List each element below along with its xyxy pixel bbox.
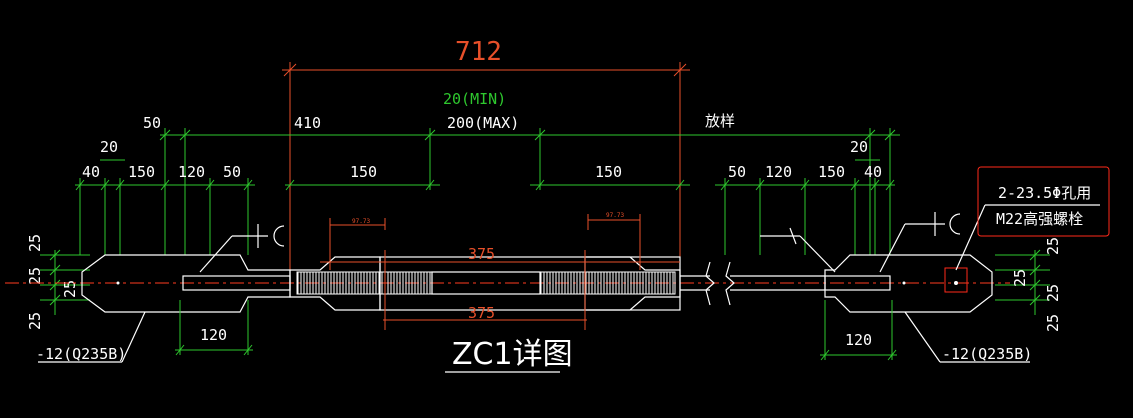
dim-25-right-c: 25 [1044,284,1062,302]
dim-20-left: 20 [100,138,118,156]
break-symbol [680,261,825,306]
dim-50-right: 50 [728,163,746,181]
hole-note-line1: 2-23.5Φ孔用 [998,184,1091,202]
dim-712-label: 712 [455,37,502,67]
dim-50-top: 50 [143,114,161,132]
hole-note-line2: M22高强螺栓 [996,210,1083,228]
dim-25-right-b: 25 [1011,269,1029,287]
overall-dimension: 712 [282,37,690,280]
dim-20-min: 20(MIN) [443,90,506,108]
dimension-lines-top: 50 410 200(MAX) 20(MIN) 放样 20 20 [75,90,900,255]
dim-25-right-d: 25 [1044,314,1062,332]
dim-120-left: 120 [178,163,205,181]
dim-120-bottom-left: 120 [200,326,227,344]
thread-right [539,271,676,295]
dim-25-left-c: 25 [61,280,79,298]
dim-375-bottom: 375 [468,304,495,322]
drawing-title: ZC1详图 [445,337,573,373]
thread-left [296,271,433,295]
dim-25-left-d: 25 [26,312,44,330]
title-text: ZC1详图 [452,337,573,372]
dim-120-bottom-right: 120 [845,331,872,349]
small-dim-right: 97.73 [606,212,624,219]
dim-20-right: 20 [850,138,868,156]
bottom-dimensions: 120 120 [175,300,897,361]
fangyang-label: 放样 [705,112,735,130]
dim-40-left: 40 [82,163,100,181]
bolt-hole-marker [116,204,1100,293]
dim-50-left: 50 [223,163,241,181]
hole-note-box: 2-23.5Φ孔用 M22高强螺栓 [977,166,1110,237]
plate-left-note: -12(Q235B) [36,345,126,363]
dim-150-right: 150 [818,163,845,181]
small-dim-left: 97.73 [352,218,370,225]
dim-25-left-a: 25 [26,234,44,252]
dim-25-left-b: 25 [26,267,44,285]
dim-25-right-a: 25 [1044,237,1062,255]
dim-40-right: 40 [864,163,882,181]
dim-150-left: 150 [128,163,155,181]
dim-150-mid-left: 150 [350,163,377,181]
dim-150-mid-right: 150 [595,163,622,181]
turnbuckle-dims: 375 375 97.73 97.73 [320,212,680,330]
plate-right-note: -12(Q235B) [942,345,1032,363]
turnbuckle [289,256,681,311]
right-gusset-plate: -12(Q235B) [760,212,1032,363]
dim-410: 410 [294,114,321,132]
dim-375-top: 375 [468,245,495,263]
dim-200-max: 200(MAX) [447,114,519,132]
dim-120-right: 120 [765,163,792,181]
